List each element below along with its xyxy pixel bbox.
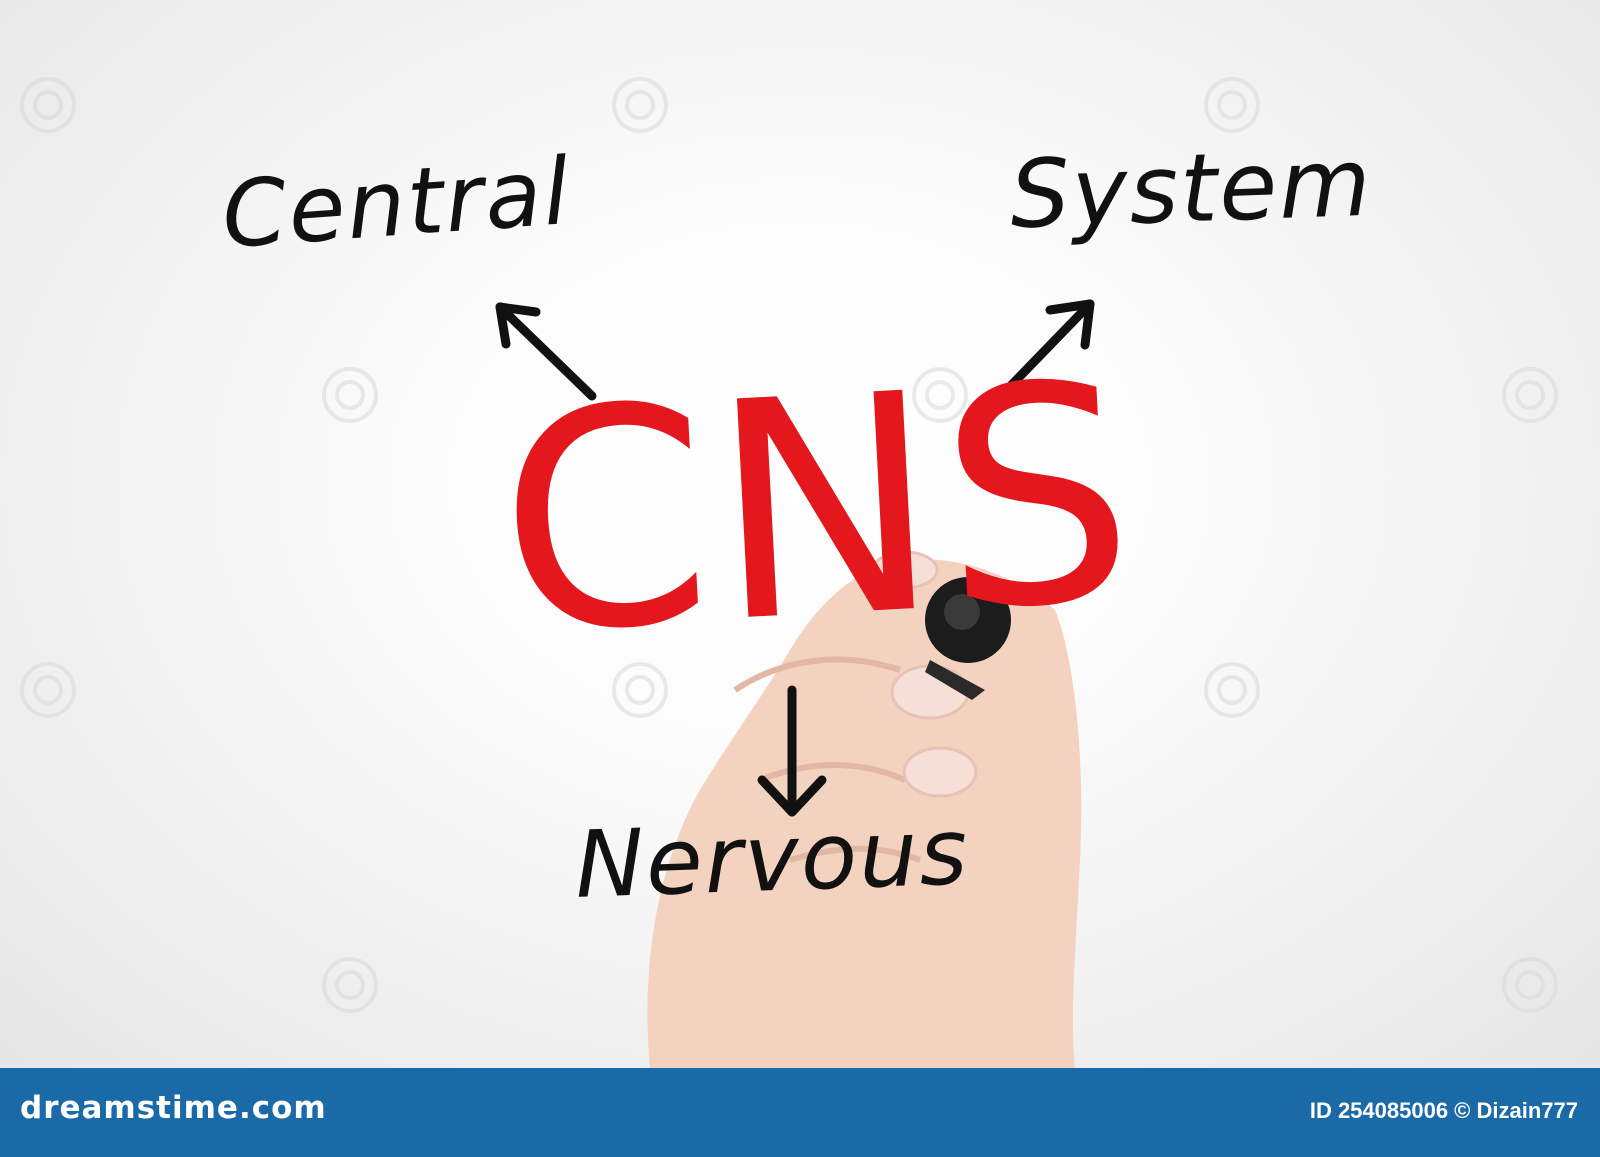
marker bbox=[925, 577, 1011, 700]
watermark-bar: dreamstime.com ID 254085006 © Dizain777 bbox=[0, 1068, 1600, 1157]
arrow-to-system bbox=[992, 299, 1095, 405]
arrow-to-central bbox=[495, 302, 597, 401]
photo-artwork bbox=[20, 77, 1558, 1068]
word-nervous: Nervous bbox=[573, 798, 971, 919]
word-system: System bbox=[1008, 128, 1375, 251]
watermark-rosettes bbox=[20, 77, 1558, 1013]
arrows bbox=[495, 299, 1095, 817]
watermark-brand: dreamstime.com bbox=[20, 1090, 327, 1126]
arrow-to-nervous bbox=[757, 685, 827, 817]
photo: Central System CNS Nervous bbox=[0, 0, 1600, 1068]
acronym-cns: CNS bbox=[491, 318, 1145, 701]
watermark-credit: ID 254085006 © Dizain777 bbox=[1309, 1098, 1578, 1123]
